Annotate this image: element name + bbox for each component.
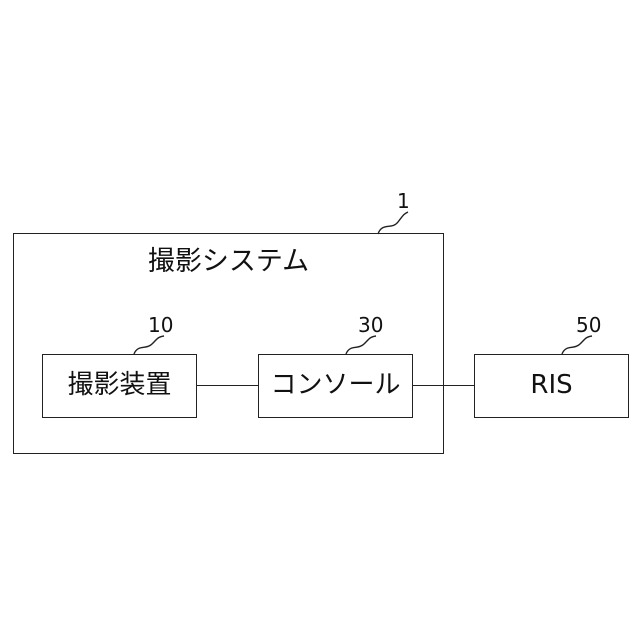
ris-ref-leader xyxy=(558,332,598,358)
ris-label: RIS xyxy=(475,367,628,403)
imaging-device-ref-leader xyxy=(130,332,170,358)
connector-device-console xyxy=(197,385,258,386)
ris-box: RIS xyxy=(474,354,629,418)
imaging-device-box: 撮影装置 xyxy=(42,354,197,418)
system-label: 撮影システム xyxy=(14,244,443,280)
console-ref-leader xyxy=(342,332,382,358)
console-label: コンソール xyxy=(259,367,412,403)
imaging-device-label: 撮影装置 xyxy=(43,367,196,403)
connector-console-ris xyxy=(413,385,474,386)
system-ref-leader xyxy=(374,208,414,238)
console-box: コンソール xyxy=(258,354,413,418)
